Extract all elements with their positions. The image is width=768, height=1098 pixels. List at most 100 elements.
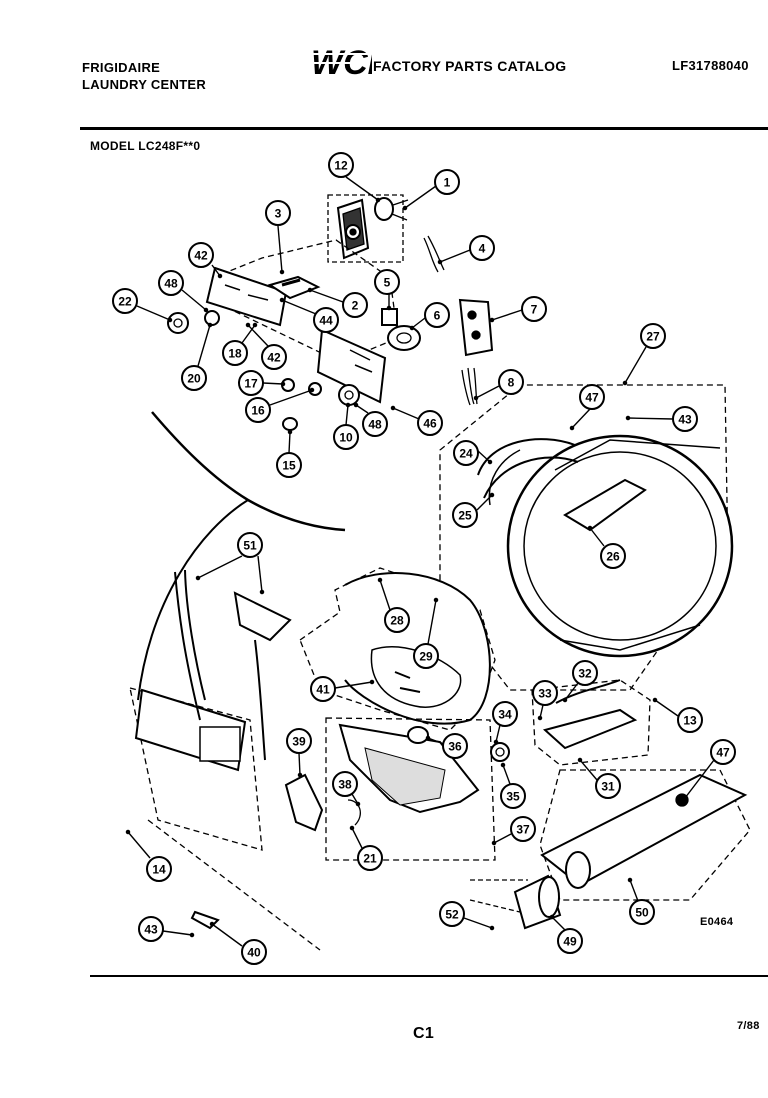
callout-circle-52 xyxy=(439,901,465,927)
callout-leader xyxy=(127,831,151,859)
callout-leader xyxy=(571,408,591,429)
callout-leader xyxy=(629,879,639,902)
callout-number-31: 31 xyxy=(601,780,615,794)
rear-bracket-assembly xyxy=(531,679,651,766)
callout-number-13: 13 xyxy=(683,714,697,728)
callout-leader-tip xyxy=(279,297,285,303)
callout-leader xyxy=(392,407,420,420)
callout-number-34: 34 xyxy=(498,708,512,722)
callout-circle-43 xyxy=(672,406,698,432)
callout-leader-tip xyxy=(203,307,209,313)
callout-leader-tip xyxy=(577,757,583,763)
callout-circle-15 xyxy=(276,452,302,478)
callout-circle-4 xyxy=(469,235,495,261)
callout-leader-tip xyxy=(473,395,479,401)
callout-leader-tip xyxy=(537,715,543,721)
callout-leader-tip xyxy=(167,317,173,323)
callout-circle-43 xyxy=(138,916,164,942)
callout-circle-18 xyxy=(222,340,248,366)
callout-circle-51 xyxy=(237,532,263,558)
callout-leader xyxy=(551,916,566,931)
callout-circle-35 xyxy=(500,783,526,809)
callout-number-37: 37 xyxy=(516,823,530,837)
callout-number-42: 42 xyxy=(267,351,281,365)
callout-number-3: 3 xyxy=(275,207,282,221)
callout-circle-47 xyxy=(579,384,605,410)
callout-leader-tip xyxy=(355,801,361,807)
callout-leader-tip xyxy=(287,429,293,435)
callout-number-47: 47 xyxy=(716,746,730,760)
callout-leader xyxy=(281,299,317,315)
callout-leader xyxy=(247,324,269,347)
callout-number-29: 29 xyxy=(419,650,433,664)
callout-leader-tip xyxy=(390,405,396,411)
callout-circle-32 xyxy=(572,660,598,686)
callout-number-47: 47 xyxy=(585,391,599,405)
callout-leader xyxy=(439,249,471,263)
callout-leader xyxy=(257,555,263,593)
callout-number-1: 1 xyxy=(444,176,451,190)
callout-circle-41 xyxy=(310,676,336,702)
callout-leader xyxy=(181,289,207,311)
callout-leader xyxy=(334,681,373,689)
callout-leader-tip xyxy=(622,380,628,386)
callout-leader xyxy=(579,759,598,781)
callout-leader-tip xyxy=(280,381,286,387)
callout-leader xyxy=(241,324,256,344)
callout-leader-tip xyxy=(349,825,355,831)
callout-circle-24 xyxy=(453,440,479,466)
callout-leader-tip xyxy=(402,205,408,211)
callout-circle-6 xyxy=(424,302,450,328)
callout-leader-tip xyxy=(489,317,495,323)
footer-rule xyxy=(90,975,768,977)
callout-leader xyxy=(476,494,493,511)
callout-circle-46 xyxy=(417,410,443,436)
callout-circle-17 xyxy=(238,370,264,396)
lower-front-panel xyxy=(129,569,321,951)
catalog-title: FACTORY PARTS CATALOG xyxy=(373,58,567,74)
callout-number-46: 46 xyxy=(423,417,437,431)
callout-circle-34 xyxy=(492,701,518,727)
callout-circle-26 xyxy=(600,543,626,569)
callout-leader-tip xyxy=(682,795,688,801)
callout-leader-tip xyxy=(491,840,497,846)
callout-number-18: 18 xyxy=(228,347,242,361)
callout-circle-49 xyxy=(557,928,583,954)
callout-leader xyxy=(379,579,391,611)
callout-circle-39 xyxy=(286,728,312,754)
callout-circle-1 xyxy=(434,169,460,195)
callout-number-27: 27 xyxy=(646,330,660,344)
callout-circle-13 xyxy=(677,707,703,733)
callout-leader xyxy=(684,759,715,799)
callout-circle-16 xyxy=(245,397,271,423)
control-panel-assembly xyxy=(167,194,494,431)
callout-leader-tip xyxy=(353,402,359,408)
callout-leader-tip xyxy=(587,525,593,531)
callout-circle-44 xyxy=(313,307,339,333)
callout-number-44: 44 xyxy=(319,314,333,328)
wci-logo: WCI xyxy=(311,44,372,80)
page-code: C1 xyxy=(413,1025,435,1042)
callout-circle-27 xyxy=(640,323,666,349)
callout-number-43: 43 xyxy=(144,923,158,937)
callout-leader xyxy=(309,289,344,303)
callout-number-14: 14 xyxy=(152,863,166,877)
callout-circle-20 xyxy=(181,365,207,391)
brand-name: FRIGIDAIRE xyxy=(82,60,161,75)
callout-leader xyxy=(197,324,211,367)
callout-leader xyxy=(627,417,674,420)
callout-leader xyxy=(427,599,437,645)
callout-number-22: 22 xyxy=(118,295,132,309)
callout-circle-33 xyxy=(532,680,558,706)
callout-leader xyxy=(298,752,301,776)
callout-number-16: 16 xyxy=(251,404,265,418)
callout-number-21: 21 xyxy=(363,852,377,866)
callout-leader xyxy=(355,404,369,414)
callout-circle-47 xyxy=(710,739,736,765)
callout-leader-tip xyxy=(195,575,201,581)
callout-leader-tip xyxy=(279,269,285,275)
callout-leader xyxy=(427,737,445,745)
callout-leader xyxy=(495,724,501,743)
callout-leader xyxy=(136,305,171,321)
callout-leader-tip xyxy=(307,287,313,293)
